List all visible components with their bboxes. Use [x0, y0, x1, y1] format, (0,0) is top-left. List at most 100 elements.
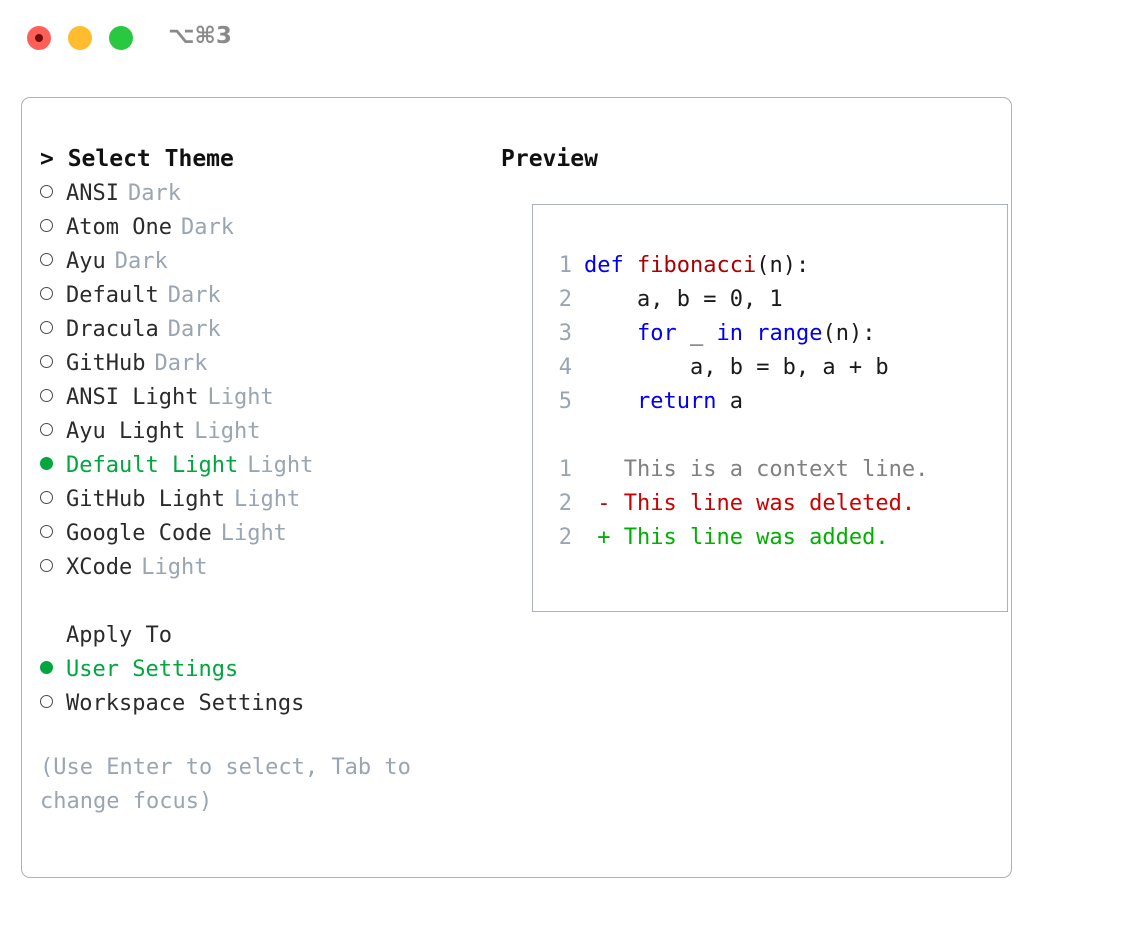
line-number: 5	[558, 389, 572, 414]
code-line-content: for _ in range(n):	[584, 317, 875, 351]
theme-option-label: Google Code	[66, 521, 212, 546]
code-token: a, b = b, a + b	[689, 355, 889, 380]
radio-dot	[40, 491, 53, 504]
theme-variant-tag: Dark	[154, 351, 208, 376]
theme-option-label: XCode	[66, 555, 133, 580]
code-line-content: return a	[584, 385, 743, 419]
code-line-content: def fibonacci(n):	[584, 249, 809, 283]
radio-dot	[40, 355, 53, 368]
radio-dot	[40, 287, 53, 300]
code-token: return	[636, 389, 717, 414]
theme-variant-tag: Light	[247, 453, 314, 478]
code-token	[624, 253, 637, 278]
diff-line-content: + This line was added.	[584, 525, 889, 550]
theme-option-7[interactable]: Ayu Light Light	[40, 415, 480, 449]
window-title: ⌥⌘3	[168, 23, 232, 49]
radio-dot	[40, 559, 53, 572]
traffic-lights	[27, 26, 133, 50]
line-number: 1	[558, 253, 572, 278]
diff-line-content: - This line was deleted.	[584, 491, 916, 516]
line-number: 3	[558, 321, 572, 346]
radio-dot	[40, 695, 53, 708]
code-token	[743, 321, 756, 346]
apply-to-option-label: User Settings	[66, 657, 239, 682]
theme-option-9[interactable]: GitHub Light Light	[40, 483, 480, 517]
zoom-window-button[interactable]	[109, 26, 133, 50]
close-window-button[interactable]	[27, 26, 51, 50]
code-token: in	[716, 321, 743, 346]
theme-option-label: Default Light	[66, 453, 239, 478]
code-line-3: 3 for _ in range(n):	[550, 317, 928, 351]
line-number: 2	[558, 525, 572, 550]
radio-dot	[40, 321, 53, 334]
code-token: range	[756, 321, 823, 346]
theme-option-1[interactable]: Atom One Dark	[40, 211, 480, 245]
radio-dot	[40, 457, 53, 470]
theme-option-label: GitHub	[66, 351, 146, 376]
code-token: def	[584, 253, 624, 278]
select-theme-header: > Select Theme	[40, 146, 234, 172]
diff-line-add: 2 + This line was added.	[550, 521, 928, 555]
theme-option-11[interactable]: XCode Light	[40, 551, 480, 585]
code-line-content: a, b = b, a + b	[584, 351, 889, 385]
radio-dot	[40, 253, 53, 266]
theme-option-3[interactable]: Default Dark	[40, 279, 480, 313]
theme-option-label: GitHub Light	[66, 487, 225, 512]
code-token: a	[716, 389, 743, 414]
theme-option-label: ANSI	[66, 181, 119, 206]
apply-to-header: Apply To	[66, 623, 172, 648]
theme-option-5[interactable]: GitHub Dark	[40, 347, 480, 381]
radio-dot	[40, 525, 53, 538]
code-token: (n):	[756, 253, 810, 278]
radio-dot	[40, 185, 53, 198]
code-line-4: 4 a, b = b, a + b	[550, 351, 928, 385]
apply-to-option-0[interactable]: User Settings	[40, 653, 480, 687]
theme-option-label: Atom One	[66, 215, 172, 240]
line-number: 2	[558, 287, 572, 312]
preview-header: Preview	[501, 146, 598, 172]
code-line-5: 5 return a	[550, 385, 928, 419]
theme-option-label: ANSI Light	[66, 385, 199, 410]
line-number: 2	[558, 491, 572, 516]
code-diff-separator	[550, 419, 928, 453]
theme-variant-tag: Light	[141, 555, 208, 580]
radio-dot	[40, 219, 53, 232]
theme-variant-tag: Light	[194, 419, 261, 444]
code-token: _	[676, 321, 717, 346]
apply-to-option-1[interactable]: Workspace Settings	[40, 687, 480, 721]
theme-option-label: Default	[66, 283, 159, 308]
code-token: fibonacci	[637, 253, 757, 278]
theme-variant-tag: Dark	[180, 215, 234, 240]
line-number: 1	[558, 457, 572, 482]
code-token: a, b = 0, 1	[636, 287, 783, 312]
code-line-2: 2 a, b = 0, 1	[550, 283, 928, 317]
window-titlebar: ⌥⌘3	[0, 0, 1140, 78]
theme-option-8[interactable]: Default Light Light	[40, 449, 480, 483]
theme-option-label: Dracula	[66, 317, 159, 342]
radio-dot	[40, 661, 53, 674]
theme-option-label: Ayu Light	[66, 419, 186, 444]
code-token: for	[636, 321, 677, 346]
diff-line-del: 2 - This line was deleted.	[550, 487, 928, 521]
theme-variant-tag: Light	[233, 487, 301, 512]
code-line-content: a, b = 0, 1	[584, 283, 783, 317]
diff-line-ctx: 1 This is a context line.	[550, 453, 929, 487]
theme-option-label: Ayu	[66, 249, 106, 274]
keyboard-hint: (Use Enter to select, Tab to change focu…	[40, 755, 425, 814]
apply-to-option-label: Workspace Settings	[66, 691, 305, 716]
code-token: (n):	[822, 321, 876, 346]
theme-variant-tag: Dark	[167, 283, 221, 308]
minimize-window-button[interactable]	[68, 26, 92, 50]
